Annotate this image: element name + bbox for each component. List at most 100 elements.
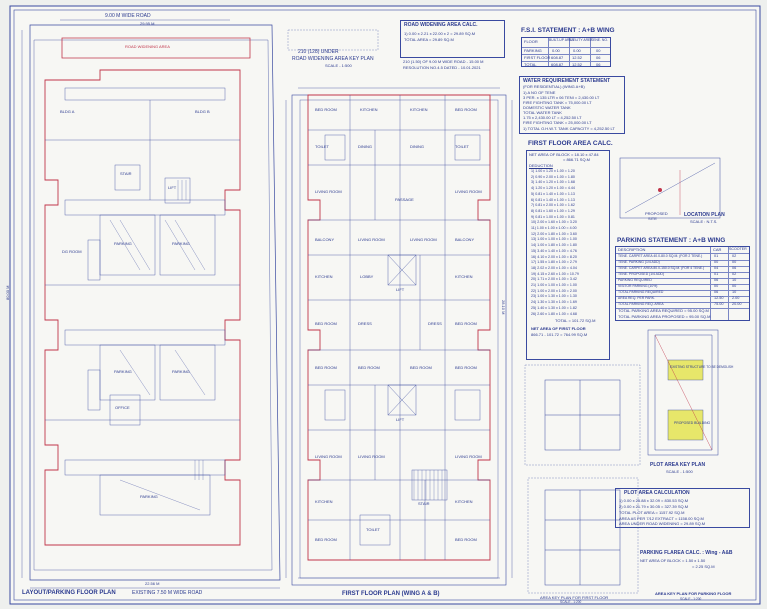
ff-calc-line: 3) 1.40 x 1.20 x 1.00 = 1.68: [531, 180, 575, 185]
parking-row-car: 00: [714, 283, 719, 288]
water-line-1: 1) A NO OF TENE: [523, 90, 556, 95]
ff-calc-title: FIRST FLOOR AREA CALC.: [528, 140, 613, 147]
parking-row-scooter: 02: [732, 271, 737, 276]
parking-row-description: TOTAL PARKING REQUIRED: [618, 289, 664, 294]
fsi-row-1-tene: 00: [596, 48, 601, 53]
ffp-room-dress-2: DRESS: [428, 321, 442, 326]
parking-row-car: 06: [714, 289, 719, 294]
fsi-row-3-builtup: 608.87: [551, 62, 564, 67]
ff-calc-line: 24) 1.30 x 1.30 x 1.00 = 1.69: [531, 300, 577, 305]
plot-area-line-1: 1) 0.00 x 25.88 x 32.09 = 830.53 SQ.M: [619, 498, 689, 503]
parking-row-divider: [616, 266, 749, 267]
fsi-row-2-utility: 12.52: [572, 55, 583, 60]
ffp-room-dining-2: DINING: [410, 144, 424, 149]
ffp-room-kitchen-4: KITCHEN: [455, 274, 473, 279]
ffp-room-toilet-2: TOILET: [455, 144, 469, 149]
ffp-room-living-1: LIVING ROOM: [315, 189, 342, 194]
parking-row-car: 75.00: [714, 301, 724, 306]
plot-area-line-3: TOTAL PLOT AREA = 1157.92 SQ.M: [619, 510, 685, 515]
location-proposed: PROPOSED: [645, 211, 668, 216]
fsi-row-2-tene: 06: [596, 55, 601, 60]
layout-bldg-a-label: BLDG A: [60, 109, 75, 114]
parking-statement-title: PARKING STATEMENT : A+B WING: [617, 237, 726, 244]
area-key-first-title: AREA KEY PLAN FOR FIRST FLOOR: [540, 595, 609, 600]
ff-calc-line: 19) 4.15 x 2.60 x 1.00 = 10.79: [531, 271, 579, 276]
fsi-row-1-builtup: 0.00: [552, 48, 560, 53]
ffp-room-living-4: LIVING ROOM: [410, 237, 437, 242]
ff-calc-line: 2) 0.90 x 2.00 x 1.00 = 1.80: [531, 174, 575, 179]
ffp-room-dining-1: DINING: [358, 144, 372, 149]
ffp-room-bed-6: BED ROOM: [358, 365, 380, 370]
ffp-room-passage-1: PASSAGE: [395, 197, 414, 202]
layout-side-dim: 80.00 M: [5, 285, 10, 300]
parking-row-divider: [616, 296, 749, 297]
ff-calc-net-area: NET AREA OF BLOCK = 18.10 x 47.84: [529, 152, 599, 157]
ff-calc-net-first: NET AREA OF FIRST FLOOR: [531, 326, 586, 331]
key-plan-subtitle: ROAD WIDENING AREA KEY PLAN: [292, 56, 374, 62]
parking-row-scooter: 06: [732, 265, 737, 270]
ff-calc-line: 22) 1.00 x 2.00 x 1.00 = 2.00: [531, 288, 577, 293]
parking-row-scooter: 20.00: [732, 301, 742, 306]
ffp-room-living-6: LIVING ROOM: [358, 454, 385, 459]
parking-total-required: TOTAL PARKING AREA REQUIRED = 95.00 SQ.M: [618, 308, 709, 313]
road-bottom-label: EXISTING 7.50 M WIDE ROAD: [132, 590, 203, 596]
parking-header-description: DESCRIPTION: [618, 247, 646, 252]
ffp-room-living-5: LIVING ROOM: [315, 454, 342, 459]
ff-calc-line: 4) 1.20 x 1.20 x 1.00 = 4.44: [531, 186, 575, 191]
parking-statement-table: DESCRIPTION CAR SCOOTER TENE. CARPET ARE…: [615, 246, 750, 321]
road-widening-note-2: RESOLUTION NO.4.5 DATED - 10.01.2021: [403, 65, 481, 70]
parking-row-scooter: 00: [732, 259, 737, 264]
parking-row-scooter: 2.00: [732, 295, 740, 300]
layout-office-label: OFFICE: [115, 405, 130, 410]
ffp-room-dress-1: DRESS: [358, 321, 372, 326]
ffp-side-dim: 28.10 M: [501, 300, 506, 315]
water-title: WATER REQUIREMENT STATEMENT: [523, 78, 611, 84]
layout-parking-label-1: PARKING: [114, 241, 132, 246]
road-widening-note-1: 210 (1.50) OF 9.00 M WIDE ROAD - 15.00 M: [403, 59, 484, 64]
parking-row-description: VISITOR PARKING (10%): [618, 283, 658, 288]
road-widening-area-label: ROAD WIDENING AREA: [125, 44, 170, 49]
ff-calc-line: 18) 2.02 x 2.00 x 1.00 = 4.04: [531, 265, 577, 270]
water-subtitle: (FOR RESIDENTIAL) (WING A+B): [523, 84, 585, 89]
water-statement-box: WATER REQUIREMENT STATEMENT (FOR RESIDEN…: [519, 76, 625, 134]
water-line-3: FIRE FIGHTING TANK = 75,000.00 LT: [523, 100, 592, 105]
layout-parking-label-5: PARKING: [140, 494, 158, 499]
parking-row-divider: [616, 260, 749, 261]
water-line-7: FIRE FIGHTING TANK = 25,000.00 LT: [523, 120, 592, 125]
layout-plan-title: LAYOUT/PARKING FLOOR PLAN: [22, 590, 116, 596]
plot-area-line-5: AREA UNDER ROAD WIDENING = 29.89 SQ.M: [619, 521, 706, 526]
parking-header-scooter: SCOOTER: [729, 247, 747, 251]
fsi-header-floor: FLOOR: [524, 39, 538, 44]
parking-row-divider: [616, 284, 749, 285]
ffp-room-kitchen-5: KITCHEN: [315, 499, 333, 504]
layout-lift-label: LIFT: [168, 185, 177, 190]
layout-bldg-b-label: BLDG B: [195, 109, 210, 114]
parking-row-car: 00: [714, 259, 719, 264]
ff-calc-line: 16) 4.10 x 2.00 x 1.00 = 8.20: [531, 254, 577, 259]
parking-row-divider: [616, 308, 749, 309]
parking-header-car: CAR: [713, 247, 722, 252]
water-line-6: 1.75 x 2,430.00 LT = 4,252.50 LT: [523, 115, 582, 120]
key-plan-title: 210 (128) UNDER: [298, 49, 339, 55]
ffp-room-bed-3: BED ROOM: [315, 321, 337, 326]
ffp-room-kitchen-6: KITCHEN: [455, 499, 473, 504]
ff-calc-total: TOTAL = 101.72 SQ.M: [555, 318, 596, 323]
fsi-table: FLOOR BUILT-UP AREA UTILITY AREA TENE. N…: [521, 37, 611, 67]
ffp-room-bed-4: BED ROOM: [455, 321, 477, 326]
ffp-room-lift-2: LIFT: [396, 417, 405, 422]
ffp-room-bed-8: BED ROOM: [455, 365, 477, 370]
ff-calc-line: 17) 1.55 x 1.80 x 1.00 = 2.79: [531, 260, 577, 265]
plot-key-existing-label: EXISTING STRUCTURE TO BE DEMOLISH: [670, 365, 734, 369]
ff-calc-line: 10) 2.00 x 1.60 x 1.00 = 3.20: [531, 220, 577, 225]
road-top-dim: 29.95 M: [140, 21, 155, 26]
plot-area-calc-box: PLOT AREA CALCULATION 1) 0.00 x 25.88 x …: [615, 488, 750, 528]
parking-row-car: 12.50: [714, 295, 724, 300]
parking-row-description: TOTAL PARKING REQ. AREA: [618, 301, 664, 306]
ffp-room-lobby-1: LOBBY: [360, 274, 374, 279]
plot-area-calc-title: PLOT AREA CALCULATION: [624, 490, 690, 496]
parking-row-divider: [616, 272, 749, 273]
area-key-first-scale: SCALE - 1:200: [560, 600, 582, 604]
ffp-room-toilet-1: TOILET: [315, 144, 329, 149]
layout-stair-label: STAIR: [120, 171, 132, 176]
